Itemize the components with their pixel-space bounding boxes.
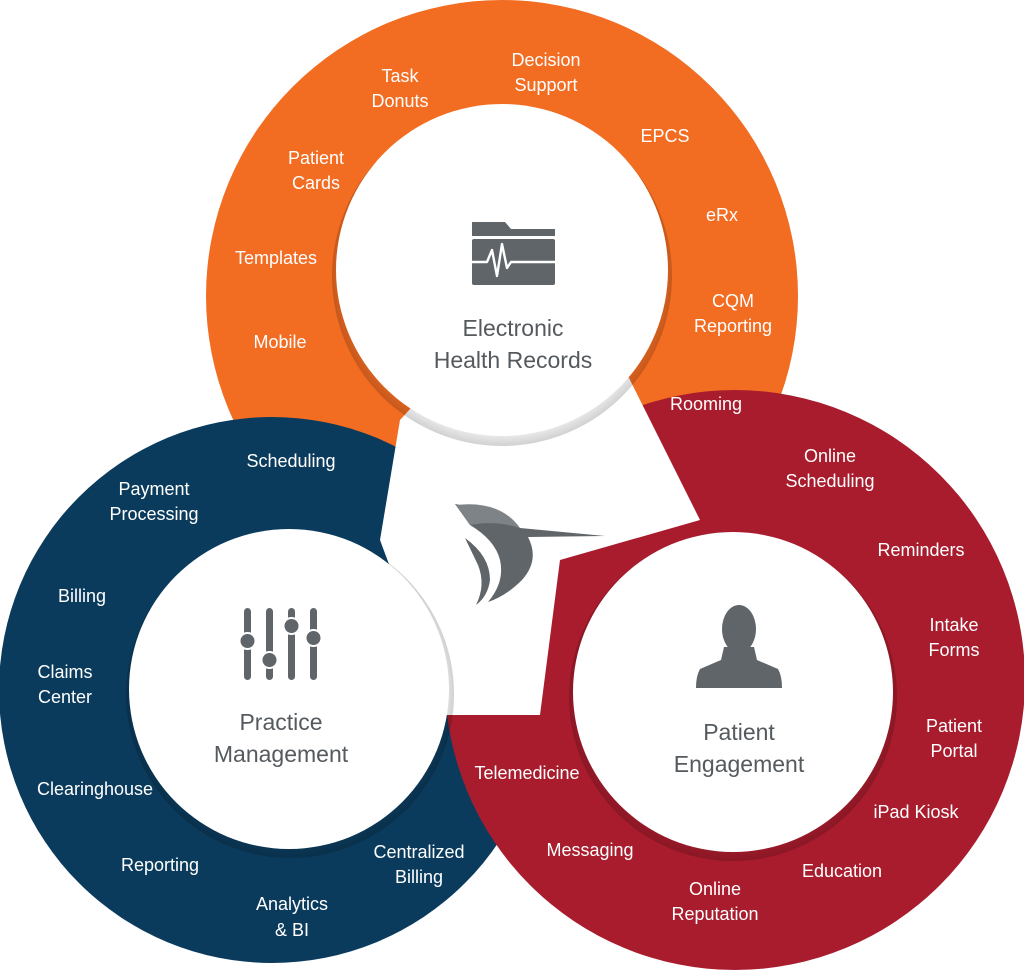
- ehr-item-rooming: Rooming: [670, 394, 742, 414]
- ehr-item-templates: Templates: [235, 248, 317, 268]
- pe-item-messaging: Messaging: [546, 840, 633, 860]
- person-icon: [696, 605, 782, 688]
- pm-hub: [129, 529, 449, 849]
- ehr-hub-title-line2: Health Records: [434, 347, 593, 373]
- pe-item-telemedicine: Telemedicine: [474, 763, 579, 783]
- ehr-item-mobile: Mobile: [253, 332, 306, 352]
- pe-item-education: Education: [802, 861, 882, 881]
- pm-item-billing: Billing: [58, 586, 106, 606]
- sliders-icon: [238, 608, 323, 680]
- ehr-hub-title-line1: Electronic: [463, 315, 564, 341]
- center-region: [380, 360, 700, 715]
- pm-item-clearinghouse: Clearinghouse: [37, 779, 153, 799]
- pm-item-reporting: Reporting: [121, 855, 199, 875]
- pm-item-analytics-bi: Analytics& BI: [256, 894, 328, 940]
- pe-item-reminders: Reminders: [877, 540, 964, 560]
- ehr-item-epcs: EPCS: [640, 126, 689, 146]
- pm-hub-title-line2: Management: [214, 741, 349, 767]
- pe-hub-title-line2: Engagement: [674, 751, 805, 777]
- pm-hub-title-line1: Practice: [239, 709, 322, 735]
- pe-hub-title-line1: Patient: [703, 719, 775, 745]
- pm-item-scheduling: Scheduling: [246, 451, 335, 471]
- hummingbird-logo-icon: [455, 504, 605, 605]
- pe-hub: [573, 532, 893, 852]
- ehr-item-erx: eRx: [706, 205, 738, 225]
- folder-heartbeat-icon: [472, 222, 555, 285]
- pe-item-ipad-kiosk: iPad Kiosk: [873, 802, 959, 822]
